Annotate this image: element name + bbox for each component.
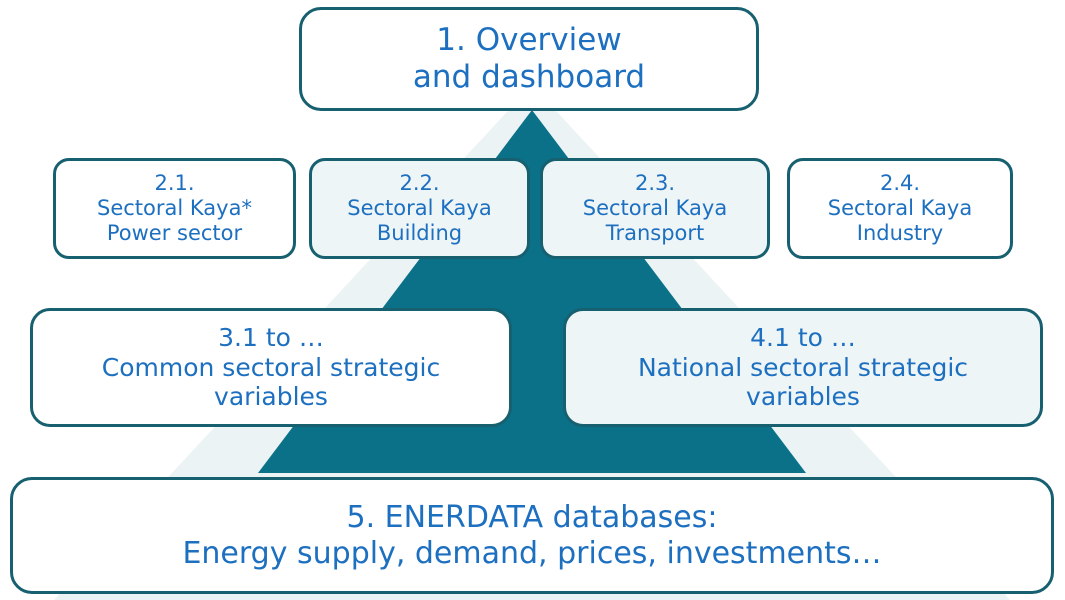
node-databases-line-2: Energy supply, demand, prices, investmen… — [182, 535, 882, 571]
node-kaya-transport-line-1: 2.3. — [634, 171, 676, 196]
node-common-vars-line-3: variables — [214, 382, 328, 412]
node-kaya-transport-line-3: Transport — [605, 220, 705, 245]
node-kaya-power-line-1: 2.1. — [154, 171, 195, 196]
node-common-vars-line-2: Common sectoral strategic — [101, 352, 441, 382]
node-kaya-power-line-3: Power sector — [106, 220, 243, 245]
node-kaya-power-sector[interactable]: 2.1. Sectoral Kaya* Power sector — [53, 158, 296, 259]
node-overview-line-2: and dashboard — [412, 59, 646, 95]
node-national-vars-line-2: National sectoral strategic — [637, 352, 969, 382]
node-kaya-power-line-2: Sectoral Kaya* — [97, 196, 252, 221]
node-national-vars-line-1: 4.1 to … — [750, 323, 856, 353]
node-kaya-industry[interactable]: 2.4. Sectoral Kaya Industry — [787, 158, 1013, 259]
node-national-vars-line-3: variables — [746, 382, 860, 412]
node-kaya-industry-line-2: Sectoral Kaya — [827, 196, 973, 221]
node-common-vars-line-1: 3.1 to … — [218, 323, 324, 353]
node-kaya-industry-line-3: Industry — [856, 220, 944, 245]
node-enerdata-databases[interactable]: 5. ENERDATA databases: Energy supply, de… — [10, 477, 1054, 594]
node-kaya-transport[interactable]: 2.3. Sectoral Kaya Transport — [540, 158, 770, 259]
node-national-sectoral-variables[interactable]: 4.1 to … National sectoral strategic var… — [563, 308, 1043, 427]
node-databases-line-1: 5. ENERDATA databases: — [346, 500, 718, 536]
node-kaya-building[interactable]: 2.2. Sectoral Kaya Building — [309, 158, 530, 259]
node-kaya-building-line-2: Sectoral Kaya — [347, 196, 492, 221]
node-overview-line-1: 1. Overview — [436, 22, 622, 59]
node-common-sectoral-variables[interactable]: 3.1 to … Common sectoral strategic varia… — [30, 308, 512, 427]
node-kaya-transport-line-2: Sectoral Kaya — [582, 196, 728, 221]
node-kaya-building-line-1: 2.2. — [399, 171, 440, 196]
node-kaya-industry-line-1: 2.4. — [879, 171, 921, 196]
node-overview[interactable]: 1. Overview and dashboard — [299, 7, 759, 111]
node-kaya-building-line-3: Building — [376, 220, 463, 245]
